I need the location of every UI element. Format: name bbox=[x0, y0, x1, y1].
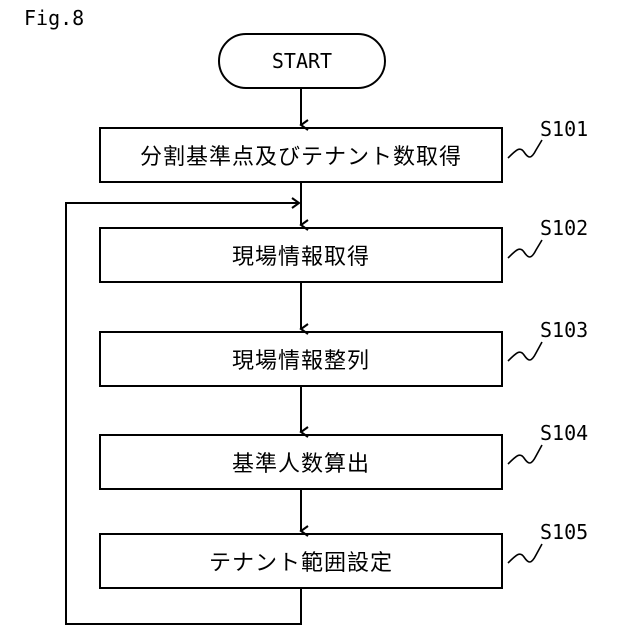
step-label: 現場情報整列 bbox=[232, 343, 370, 375]
step-box-s105: テナント範囲設定 bbox=[99, 533, 503, 589]
step-ref-s105: S105 bbox=[540, 520, 588, 544]
step-box-s103: 現場情報整列 bbox=[99, 331, 503, 387]
leader-s105 bbox=[508, 544, 542, 563]
start-terminal: START bbox=[218, 33, 386, 89]
step-label: 分割基準点及びテナント数取得 bbox=[140, 139, 462, 171]
step-box-s101: 分割基準点及びテナント数取得 bbox=[99, 127, 503, 183]
step-ref-s103: S103 bbox=[540, 318, 588, 342]
step-ref-s101: S101 bbox=[540, 117, 588, 141]
step-ref-s104: S104 bbox=[540, 421, 588, 445]
leader-s101 bbox=[508, 140, 542, 158]
step-box-s104: 基準人数算出 bbox=[99, 434, 503, 490]
step-label: 基準人数算出 bbox=[232, 446, 370, 478]
step-ref-s102: S102 bbox=[540, 216, 588, 240]
step-label: 現場情報取得 bbox=[232, 239, 370, 271]
step-label: テナント範囲設定 bbox=[209, 545, 393, 577]
step-box-s102: 現場情報取得 bbox=[99, 227, 503, 283]
leader-s103 bbox=[508, 342, 542, 361]
leader-s104 bbox=[508, 445, 542, 464]
start-label: START bbox=[272, 49, 332, 73]
figure-label: Fig.8 bbox=[24, 6, 84, 30]
leader-s102 bbox=[508, 240, 542, 258]
